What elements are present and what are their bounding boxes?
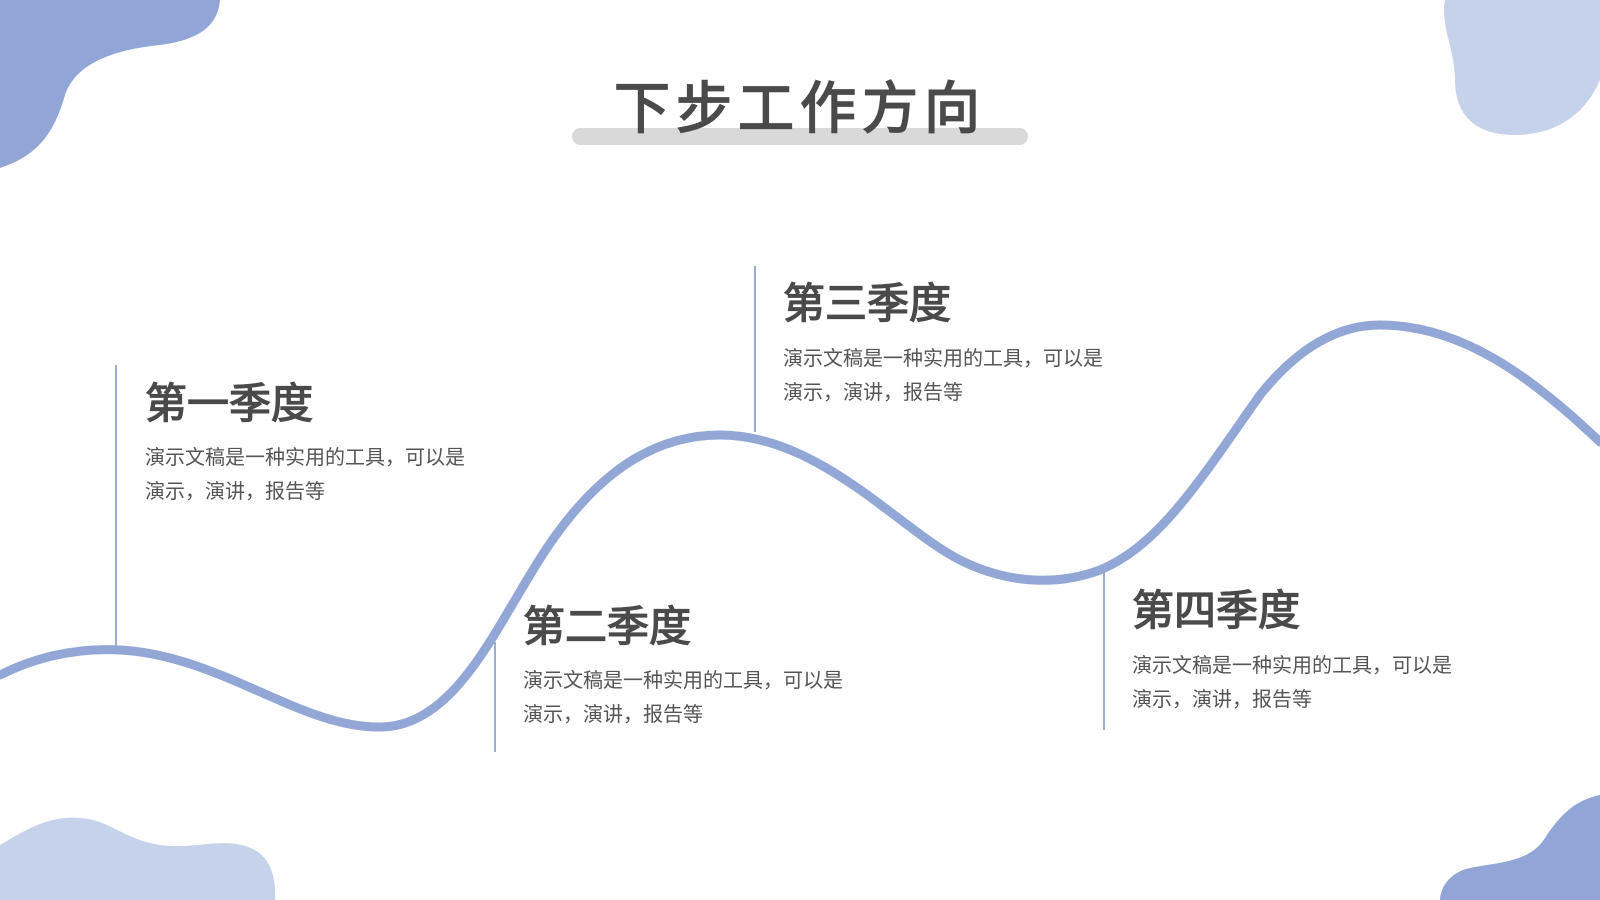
quarter-2-desc-line-1: 演示文稿是一种实用的工具，可以是 <box>523 668 843 692</box>
quarter-4-desc-line-1: 演示文稿是一种实用的工具，可以是 <box>1132 653 1452 677</box>
blob-top-left <box>0 0 220 168</box>
timeline-wave <box>0 320 1600 732</box>
quarter-1-marker-line <box>115 365 117 647</box>
quarter-2-desc-line-2: 演示，演讲，报告等 <box>523 702 703 726</box>
blob-top-right <box>1443 0 1600 135</box>
quarter-1-desc-line-1: 演示文稿是一种实用的工具，可以是 <box>145 445 465 469</box>
quarter-4-description: 演示文稿是一种实用的工具，可以是 演示，演讲，报告等 <box>1132 648 1502 716</box>
quarter-4-desc-line-2: 演示，演讲，报告等 <box>1132 687 1312 711</box>
quarter-2-marker-line <box>494 642 496 752</box>
quarter-2-description: 演示文稿是一种实用的工具，可以是 演示，演讲，报告等 <box>523 663 893 731</box>
quarter-4-marker-line <box>1103 572 1105 730</box>
quarter-1-desc-line-2: 演示，演讲，报告等 <box>145 479 325 503</box>
quarter-1-description: 演示文稿是一种实用的工具，可以是 演示，演讲，报告等 <box>145 440 515 508</box>
page-title-group: 下步工作方向 <box>572 70 1028 150</box>
page-title: 下步工作方向 <box>614 77 986 142</box>
title-underline-bar <box>572 128 1028 145</box>
quarter-4-title: 第四季度 <box>1132 586 1301 635</box>
quarter-3-title: 第三季度 <box>783 279 952 328</box>
quarter-3-description: 演示文稿是一种实用的工具，可以是 演示，演讲，报告等 <box>783 341 1153 409</box>
quarter-2-title: 第二季度 <box>523 602 692 651</box>
blob-bottom-left <box>0 817 276 900</box>
quarter-3-marker-line <box>754 266 756 432</box>
blob-bottom-right <box>1440 795 1600 900</box>
quarter-3-desc-line-1: 演示文稿是一种实用的工具，可以是 <box>783 346 1103 370</box>
quarter-3-desc-line-2: 演示，演讲，报告等 <box>783 380 963 404</box>
quarter-1-title: 第一季度 <box>145 379 314 428</box>
